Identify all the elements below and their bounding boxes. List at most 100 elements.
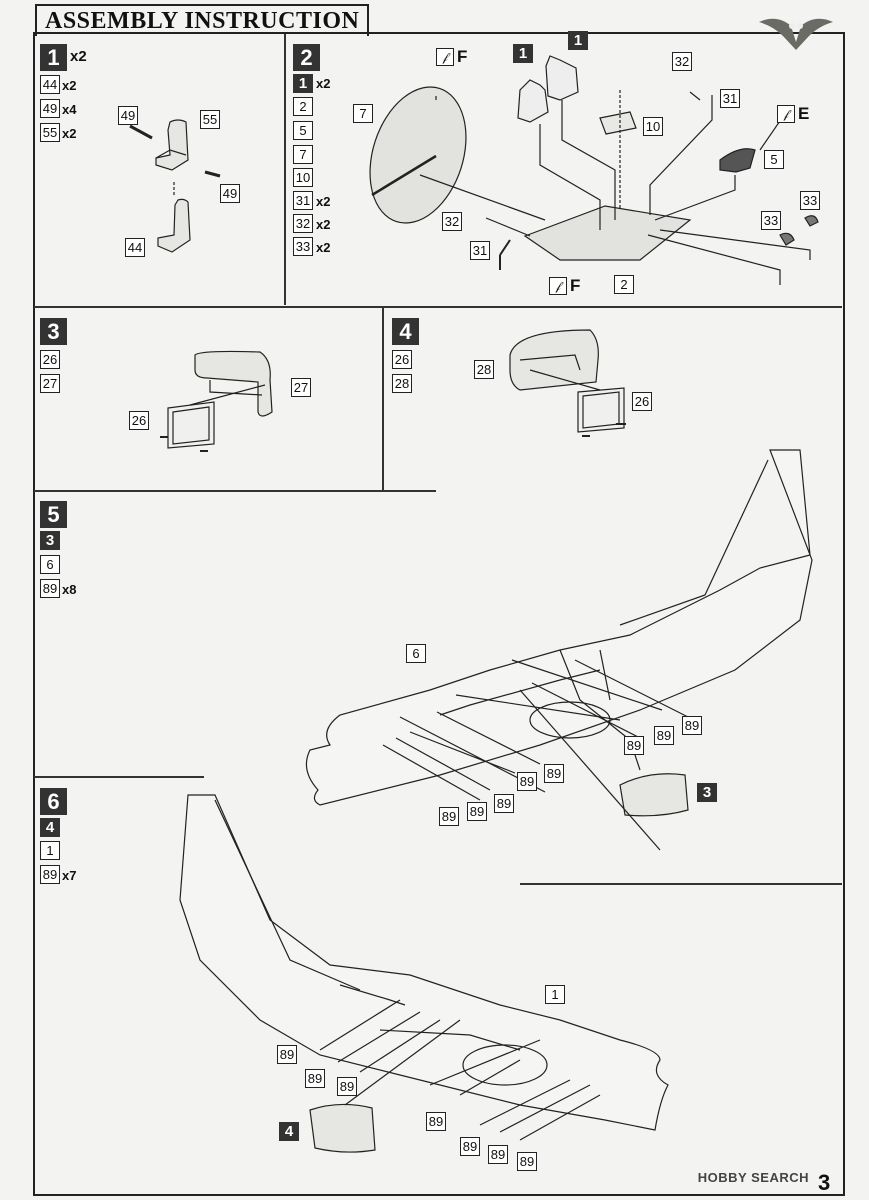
owl-logo-icon: [759, 18, 833, 50]
step-1-qty: x2: [70, 48, 87, 65]
callout-31: 31: [720, 89, 740, 108]
divider-row2-left: [34, 490, 436, 492]
paint-brush-icon: 𝒻: [549, 277, 567, 295]
paint-code: F: [457, 47, 468, 66]
parts-item-7: 7: [293, 145, 313, 164]
callout-31: 31: [470, 241, 490, 260]
parts-item-33: 33: [293, 237, 313, 256]
callout-sub-1: 1: [568, 31, 588, 50]
callout-26: 26: [632, 392, 652, 411]
step2-panel-drawing: [369, 55, 819, 285]
parts-item-1: 1: [40, 841, 60, 860]
parts-item-89: 89: [40, 579, 60, 598]
parts-item-6: 6: [40, 555, 60, 574]
divider-step1-step2: [284, 34, 286, 305]
step5-fuselage-drawing: [305, 449, 813, 851]
callout-89: 89: [517, 1152, 537, 1171]
page-frame: [33, 32, 845, 1196]
callout-32: 32: [672, 52, 692, 71]
callout-89: 89: [494, 794, 514, 813]
step6-fuselage-drawing: [179, 794, 669, 1153]
callout-89: 89: [305, 1069, 325, 1088]
parts-item-26: 26: [40, 350, 60, 369]
step-2-badge: 2: [293, 44, 320, 71]
paint-brush-icon: 𝒻: [436, 48, 454, 66]
parts-qty-89: x7: [62, 868, 77, 883]
callout-89: 89: [682, 716, 702, 735]
paint-code: F: [570, 276, 581, 295]
divider-row1: [34, 306, 842, 308]
subassembly-1: 1: [293, 74, 313, 93]
parts-item-44: 44: [40, 75, 60, 94]
parts-item-89: 89: [40, 865, 60, 884]
step4-drawing: [509, 329, 626, 437]
parts-qty-89: x8: [62, 582, 77, 597]
paint-callout-e: 𝒻 E: [777, 104, 809, 124]
parts-qty-44: x2: [62, 78, 77, 93]
parts-qty-33: x2: [316, 240, 331, 255]
parts-item-55: 55: [40, 123, 60, 142]
callout-26: 26: [129, 411, 149, 430]
callout-49: 49: [118, 106, 138, 125]
callout-sub-1: 1: [513, 44, 533, 63]
parts-item-49: 49: [40, 99, 60, 118]
callout-49: 49: [220, 184, 240, 203]
paint-callout-f: 𝒻 F: [436, 47, 467, 67]
subassembly-1-qty: x2: [316, 76, 331, 91]
callout-33: 33: [800, 191, 820, 210]
paint-brush-icon: 𝒻: [777, 105, 795, 123]
callout-44: 44: [125, 238, 145, 257]
callout-6: 6: [406, 644, 426, 663]
callout-89: 89: [624, 736, 644, 755]
callout-5: 5: [764, 150, 784, 169]
callout-sub-4: 4: [279, 1122, 299, 1141]
parts-item-10: 10: [293, 168, 313, 187]
divider-row3-left: [34, 776, 204, 778]
divider-step3-step4: [382, 308, 384, 490]
parts-qty-55: x2: [62, 126, 77, 141]
step3-drawing: [160, 350, 273, 452]
divider-row3-right: [520, 883, 842, 885]
page-title: ASSEMBLY INSTRUCTION: [35, 4, 370, 36]
step1-seat-drawing: [129, 119, 221, 253]
callout-1: 1: [545, 985, 565, 1004]
parts-qty-32: x2: [316, 217, 331, 232]
callout-89: 89: [544, 764, 564, 783]
callout-89: 89: [488, 1145, 508, 1164]
callout-7: 7: [353, 104, 373, 123]
parts-item-32: 32: [293, 214, 313, 233]
callout-2: 2: [614, 275, 634, 294]
paint-code: E: [798, 104, 810, 123]
page-number: 3: [818, 1170, 831, 1195]
parts-item-5: 5: [293, 121, 313, 140]
callout-89: 89: [460, 1137, 480, 1156]
callout-28: 28: [474, 360, 494, 379]
step-3-badge: 3: [40, 318, 67, 345]
callout-27: 27: [291, 378, 311, 397]
parts-item-31: 31: [293, 191, 313, 210]
callout-32: 32: [442, 212, 462, 231]
callout-10: 10: [643, 117, 663, 136]
callout-sub-3: 3: [697, 783, 717, 802]
parts-item-28: 28: [392, 374, 412, 393]
watermark: HOBBY SEARCH: [697, 1170, 809, 1185]
step-6-badge: 6: [40, 788, 67, 815]
parts-qty-31: x2: [316, 194, 331, 209]
callout-89: 89: [654, 726, 674, 745]
callout-89: 89: [337, 1077, 357, 1096]
paint-callout-f: 𝒻 F: [549, 276, 580, 296]
callout-89: 89: [277, 1045, 297, 1064]
callout-89: 89: [467, 802, 487, 821]
parts-item-2: 2: [293, 97, 313, 116]
callout-89: 89: [439, 807, 459, 826]
step-1-badge: 1: [40, 44, 67, 71]
callout-89: 89: [517, 772, 537, 791]
subassembly-3: 3: [40, 531, 60, 550]
parts-item-26: 26: [392, 350, 412, 369]
step-5-badge: 5: [40, 501, 67, 528]
callout-55: 55: [200, 110, 220, 129]
callout-33: 33: [761, 211, 781, 230]
parts-item-27: 27: [40, 374, 60, 393]
